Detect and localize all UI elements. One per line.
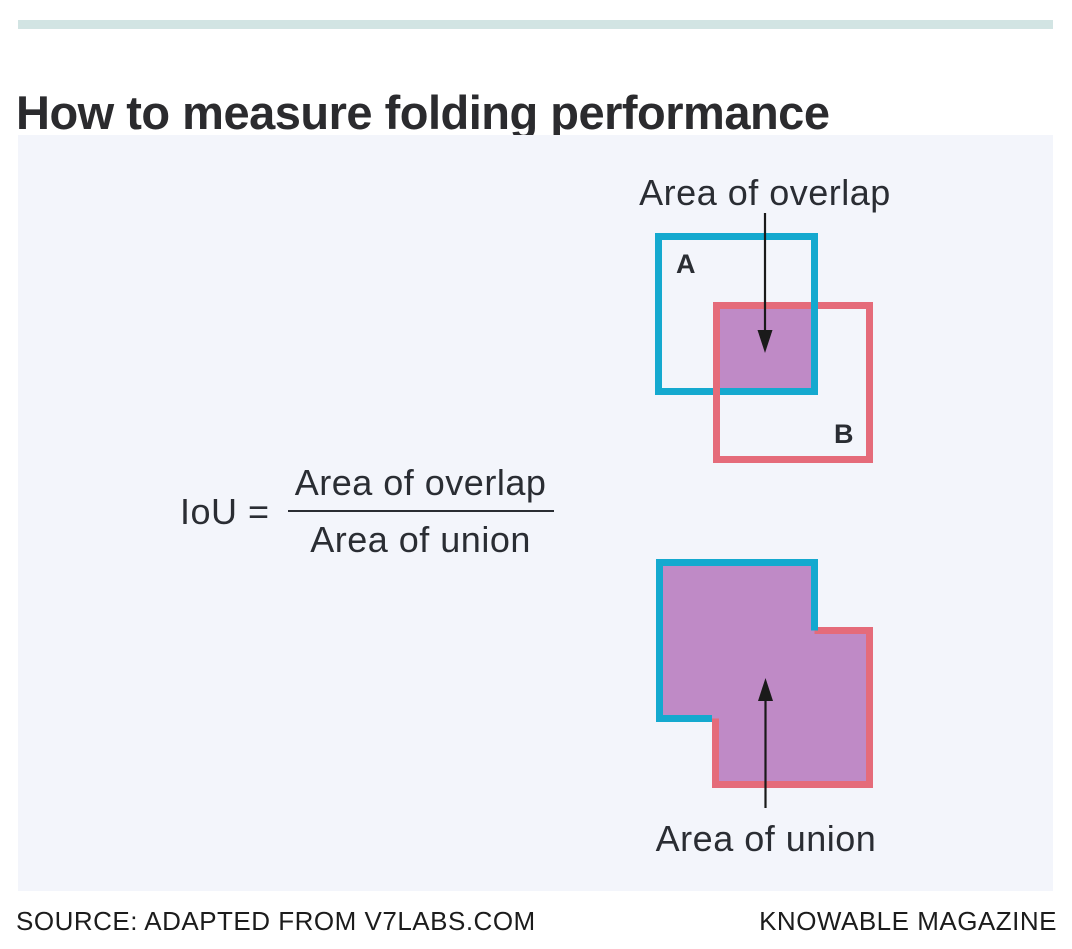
- fraction-bar: [287, 510, 554, 512]
- figure-panel: [18, 135, 1053, 891]
- iou-formula: IoU = Area of overlap Area of union: [180, 462, 554, 561]
- overlap-label: Area of overlap: [639, 172, 891, 213]
- box-a-label: A: [676, 249, 696, 279]
- accent-bar: [18, 20, 1053, 29]
- union-label: Area of union: [655, 818, 877, 859]
- footer-source: SOURCE: ADAPTED FROM V7LABS.COM: [16, 906, 536, 936]
- formula-denominator: Area of union: [310, 519, 531, 560]
- footer-credit: KNOWABLE MAGAZINE: [759, 906, 1057, 936]
- formula-fraction: Area of overlap Area of union: [287, 462, 554, 561]
- footer: SOURCE: ADAPTED FROM V7LABS.COM KNOWABLE…: [16, 906, 1057, 937]
- formula-lhs: IoU =: [180, 490, 270, 532]
- box-b-label: B: [834, 419, 854, 449]
- page-title: How to measure folding performance: [16, 86, 830, 140]
- formula-numerator: Area of overlap: [294, 462, 547, 503]
